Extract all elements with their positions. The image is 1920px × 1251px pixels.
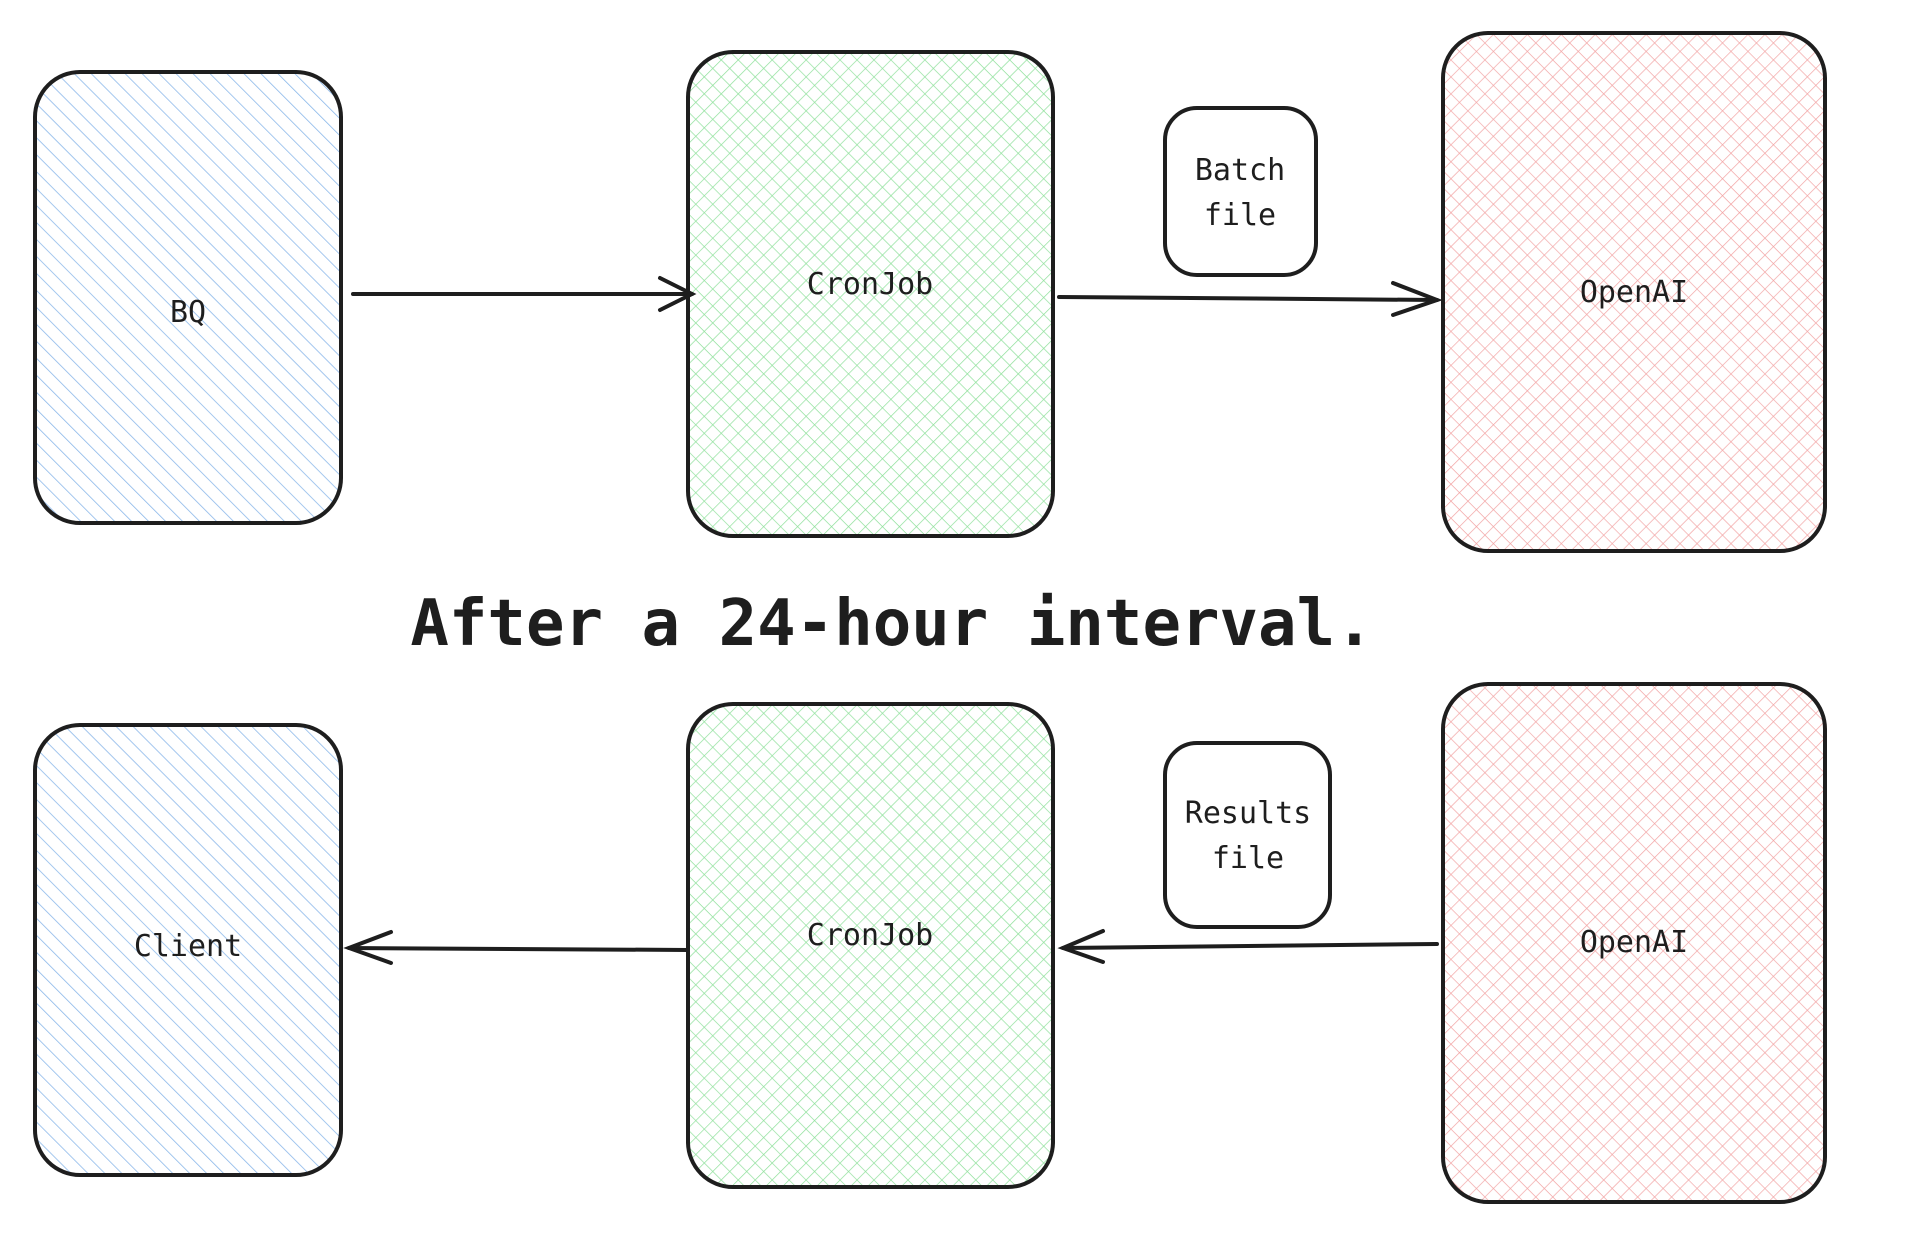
cronjob-node-bottom[interactable]: CronJob [686,702,1055,1189]
bq-node[interactable]: BQ [33,70,343,525]
arrow-openai-to-cronjob [1057,929,1439,964]
results-file-label-line1: Results [1185,796,1311,831]
client-label: Client [134,929,242,964]
openai-label-top: OpenAI [1580,275,1688,310]
results-file-label-line2: file [1212,841,1284,876]
arrow-cronjob-to-openai [1057,281,1443,317]
batch-file-node[interactable]: Batch file [1163,106,1318,277]
arrow-cronjob-to-client [343,930,690,965]
client-node[interactable]: Client [33,723,343,1177]
openai-node-top[interactable]: OpenAI [1441,31,1827,553]
cronjob-node-top[interactable]: CronJob [686,50,1055,538]
batch-file-label-line2: file [1204,198,1276,233]
bq-label: BQ [170,295,206,330]
openai-label-bottom: OpenAI [1580,925,1688,960]
arrow-bq-to-cronjob [351,276,697,312]
cronjob-label-top: CronJob [807,267,933,302]
openai-node-bottom[interactable]: OpenAI [1441,682,1827,1204]
batch-file-label-line1: Batch [1195,153,1285,188]
interval-caption: After a 24-hour interval. [410,587,1373,661]
cronjob-label-bottom: CronJob [807,918,933,953]
results-file-node[interactable]: Results file [1163,741,1332,929]
